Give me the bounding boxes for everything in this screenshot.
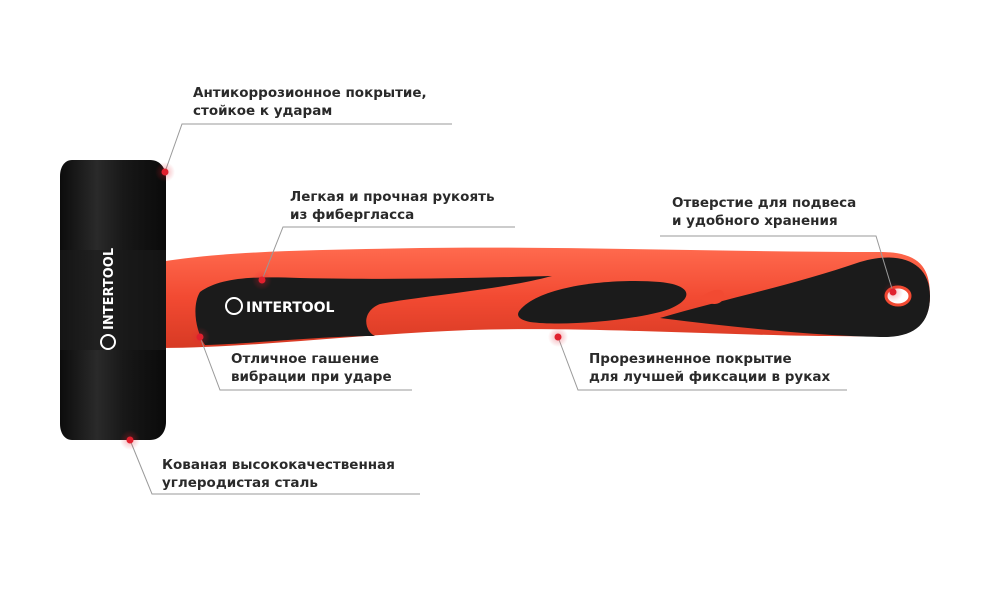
callout-line: Отличное гашение (231, 351, 379, 367)
leader-line-1 (164, 123, 452, 173)
callout-line: Прорезиненное покрытие (589, 351, 792, 367)
grip-end-accent (700, 289, 725, 304)
grip-black-near-head (195, 276, 552, 345)
callout-line: Кованая высококачественная (162, 457, 395, 473)
callout-anticorrosion: Антикоррозионное покрытие, стойкое к уда… (193, 84, 427, 120)
callout-line: Отверстие для подвеса (672, 195, 857, 211)
callout-line: вибрации при ударе (231, 369, 392, 385)
leader-line-5 (557, 336, 847, 391)
markers (120, 162, 903, 450)
grip-oval (518, 281, 687, 324)
leader-line-4 (199, 336, 412, 391)
callout-line: для лучшей фиксации в руках (589, 369, 831, 385)
callout-line: углеродистая сталь (162, 475, 318, 491)
head-logo: INTERTOOL (100, 248, 117, 350)
callout-line: и удобного хранения (672, 213, 838, 229)
callout-rubber-grip: Прорезиненное покрытие для лучшей фиксац… (589, 350, 830, 386)
head-logo-text: INTERTOOL (102, 248, 117, 330)
leader-line-6 (129, 439, 420, 495)
callout-hang-hole: Отверстие для подвеса и удобного хранени… (672, 194, 856, 230)
leader-line-3 (660, 235, 894, 293)
callout-line: стойкое к ударам (193, 103, 333, 119)
logo-emblem-icon (100, 334, 116, 350)
hammer-head-band (60, 250, 166, 350)
callout-vibration-damping: Отличное гашение вибрации при ударе (231, 350, 392, 386)
callout-line: из фибергласса (290, 207, 415, 223)
callout-line: Легкая и прочная рукоять (290, 189, 495, 205)
leader-line-2 (261, 226, 515, 281)
callout-fiberglass-handle: Легкая и прочная рукоять из фибергласса (290, 188, 495, 224)
handle-logo-text: INTERTOOL (246, 300, 335, 316)
handle-logo-emblem-icon (225, 297, 243, 315)
grip-end-cap (660, 257, 930, 338)
callout-line: Антикоррозионное покрытие, (193, 85, 427, 101)
callout-forged-steel: Кованая высококачественная углеродистая … (162, 456, 395, 492)
